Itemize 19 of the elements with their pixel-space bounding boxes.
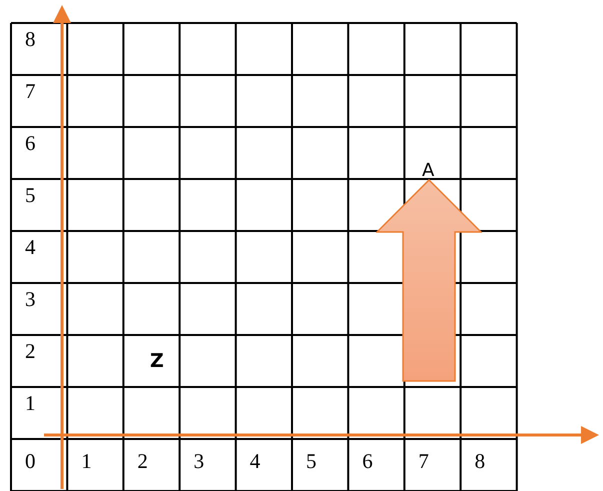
axis-number: 7 [25, 81, 36, 102]
axis-number: 2 [137, 451, 148, 472]
axis-number: 0 [25, 451, 36, 472]
axis-number: 3 [194, 451, 204, 472]
axis-number: 8 [25, 29, 36, 50]
axis-number: 1 [25, 393, 36, 414]
axis-number: 7 [418, 451, 429, 472]
point-label: Z [150, 352, 164, 371]
point-label: A [422, 162, 434, 180]
axis-number: 5 [306, 451, 316, 472]
axis-number: 1 [81, 451, 92, 472]
axis-number: 6 [362, 451, 373, 472]
axis-number: 8 [474, 451, 486, 472]
axis-number: 4 [25, 237, 36, 258]
axis-number: 5 [25, 185, 36, 206]
axis-number: 6 [25, 133, 36, 154]
axis-number: 4 [250, 451, 260, 472]
axis-number: 2 [25, 341, 36, 362]
axis-number: 3 [25, 289, 36, 310]
